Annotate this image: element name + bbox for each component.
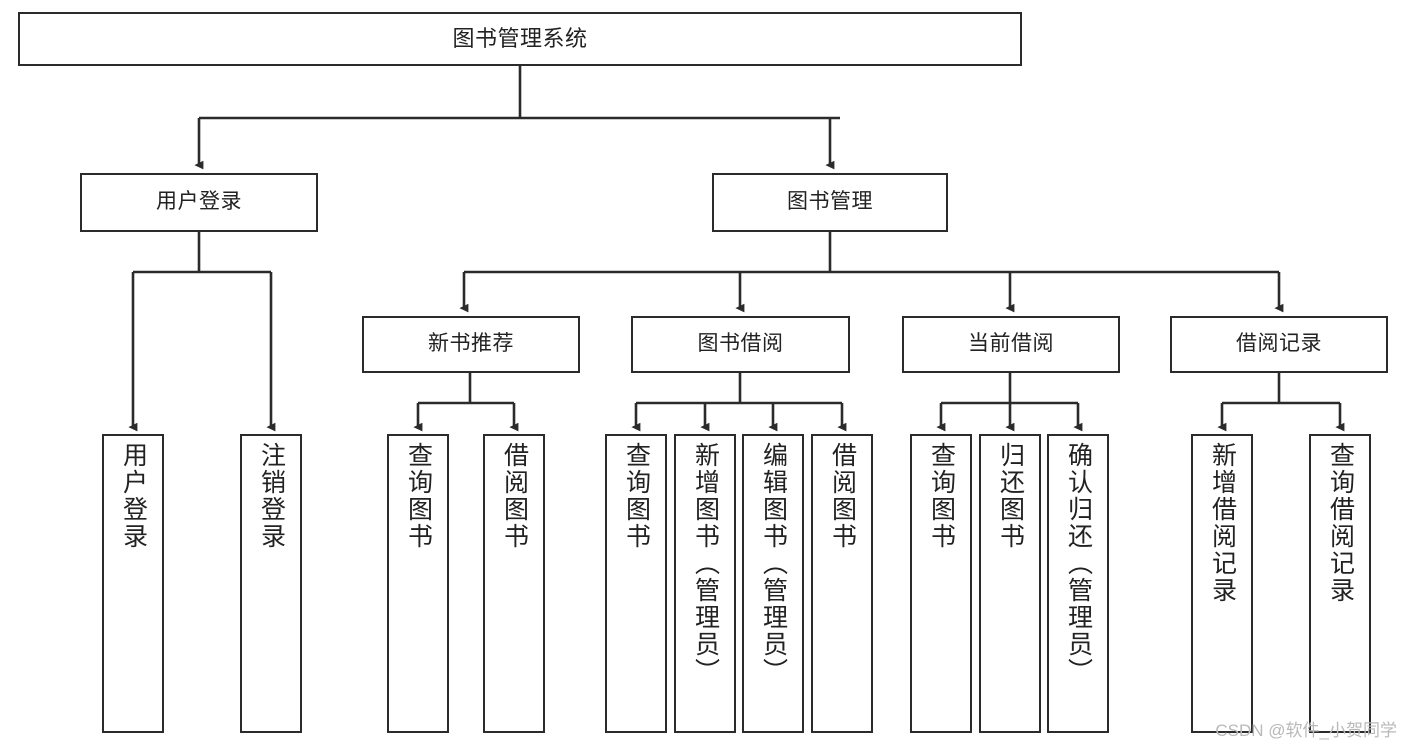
leaf-borrow-record-query-record[interactable]: 查询借阅记录 — [1309, 434, 1371, 733]
node-book-management[interactable]: 图书管理 — [712, 173, 948, 232]
node-label: 查询图书 — [404, 442, 433, 550]
leaf-user-login-login[interactable]: 用户登录 — [102, 434, 164, 733]
node-book-borrow[interactable]: 图书借阅 — [631, 316, 850, 373]
leaf-book-borrow-add-book-admin[interactable]: 新增图书（管理员） — [674, 434, 736, 733]
node-label: 查询图书 — [622, 442, 651, 550]
node-label: 新增借阅记录 — [1208, 442, 1237, 604]
leaf-borrow-record-add-record[interactable]: 新增借阅记录 — [1191, 434, 1253, 733]
node-label: 新书推荐 — [428, 332, 514, 356]
node-label: 确认归还（管理员） — [1064, 442, 1093, 685]
node-user-login[interactable]: 用户登录 — [80, 173, 318, 232]
node-borrow-record[interactable]: 借阅记录 — [1170, 316, 1388, 373]
node-root-book-management-system[interactable]: 图书管理系统 — [18, 12, 1022, 66]
leaf-book-borrow-query-book[interactable]: 查询图书 — [605, 434, 667, 733]
node-label: 归还图书 — [996, 442, 1025, 550]
node-label: 借阅图书 — [828, 442, 857, 550]
node-label: 编辑图书（管理员） — [759, 442, 788, 685]
leaf-current-borrow-query-book[interactable]: 查询图书 — [910, 434, 972, 733]
node-current-borrow[interactable]: 当前借阅 — [902, 316, 1120, 373]
leaf-current-borrow-return-book[interactable]: 归还图书 — [979, 434, 1041, 733]
node-label: 图书管理系统 — [452, 26, 588, 52]
leaf-new-book-query-book[interactable]: 查询图书 — [387, 434, 449, 733]
node-label: 图书借阅 — [697, 332, 784, 356]
node-label: 图书管理 — [787, 190, 873, 214]
node-label: 新增图书（管理员） — [691, 442, 720, 685]
node-label: 查询图书 — [927, 442, 956, 550]
node-label: 借阅图书 — [500, 442, 529, 550]
node-label: 当前借阅 — [968, 332, 1054, 356]
leaf-current-borrow-confirm-return-admin[interactable]: 确认归还（管理员） — [1047, 434, 1109, 733]
csdn-watermark: CSDN @软件_小贺同学 — [1215, 721, 1397, 740]
node-label: 注销登录 — [257, 442, 286, 550]
leaf-new-book-borrow-book[interactable]: 借阅图书 — [483, 434, 545, 733]
node-label: 用户登录 — [119, 442, 148, 550]
leaf-user-login-logout[interactable]: 注销登录 — [240, 434, 302, 733]
node-label: 查询借阅记录 — [1326, 442, 1355, 604]
node-label: 用户登录 — [156, 190, 242, 214]
node-label: 借阅记录 — [1236, 332, 1322, 356]
leaf-book-borrow-edit-book-admin[interactable]: 编辑图书（管理员） — [742, 434, 804, 733]
node-new-book-recommend[interactable]: 新书推荐 — [362, 316, 580, 373]
leaf-book-borrow-borrow-book[interactable]: 借阅图书 — [811, 434, 873, 733]
